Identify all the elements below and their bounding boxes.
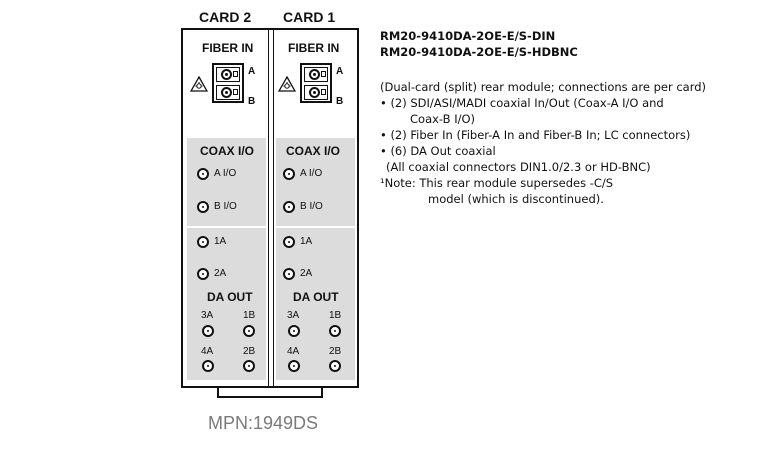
desc-bullet-2: • (2) Fiber In (Fiber-A In and Fiber-B I… [380, 128, 691, 142]
fiber-a-label: A [248, 66, 256, 77]
fiber-a-port[interactable] [304, 67, 328, 82]
fiber-in-label: FIBER IN [202, 41, 254, 55]
b-io-label: B I/O [300, 201, 323, 212]
coax-connector-icon[interactable] [283, 268, 295, 280]
out-4a-label: 4A [201, 346, 214, 357]
coax-io-label: COAX I/O [200, 144, 255, 158]
model-din: RM20-9410DA-2OE-E/S-DIN [380, 29, 556, 43]
coax-connector-icon[interactable] [197, 236, 209, 248]
coax-connector-icon[interactable] [288, 360, 300, 372]
out-2a-label: 2A [300, 268, 313, 279]
a-io-label: A I/O [300, 168, 323, 179]
module-description: RM20-9410DA-2OE-E/S-DIN RM20-9410DA-2OE-… [380, 28, 760, 207]
coax-connector-icon[interactable] [243, 325, 255, 337]
desc-bullet-1b: Coax-B I/O) [410, 112, 476, 126]
card-1-header: CARD 1 [283, 9, 336, 25]
out-1b-label: 1B [329, 310, 342, 321]
out-2a-label: 2A [214, 268, 227, 279]
coax-connector-icon[interactable] [283, 168, 295, 180]
coax-io-panel: COAX I/O A I/O B I/O [276, 138, 355, 226]
module-foot [217, 388, 323, 398]
card-2: FIBER IN A B COAX I/O A I/O B I/O 1A 2A [185, 30, 268, 386]
model-hdbnc: RM20-9410DA-2OE-E/S-HDBNC [380, 45, 578, 59]
coax-connector-icon[interactable] [283, 236, 295, 248]
a-io-label: A I/O [214, 168, 237, 179]
coax-connector-icon[interactable] [197, 168, 209, 180]
desc-intro: (Dual-card (split) rear module; connecti… [380, 80, 707, 94]
fiber-a-port[interactable] [216, 67, 240, 82]
coax-connector-icon[interactable] [283, 201, 295, 213]
desc-bullet-1: • (2) SDI/ASI/MADI coaxial In/Out (Coax-… [380, 96, 664, 110]
lc-fiber-connector-icon[interactable] [300, 63, 332, 103]
card-divider [268, 30, 274, 386]
b-io-label: B I/O [214, 201, 237, 212]
fiber-b-label: B [248, 96, 256, 107]
lc-fiber-connector-icon[interactable] [212, 63, 244, 103]
coax-connector-icon[interactable] [202, 360, 214, 372]
fiber-b-port[interactable] [216, 85, 240, 100]
out-4a-label: 4A [287, 346, 300, 357]
desc-note-2: model (which is discontinued). [428, 192, 604, 206]
coax-connector-icon[interactable] [197, 268, 209, 280]
coax-connector-icon[interactable] [329, 325, 341, 337]
coax-connector-icon[interactable] [329, 360, 341, 372]
out-1a-label: 1A [214, 236, 227, 247]
fiber-in-label: FIBER IN [288, 41, 340, 55]
desc-bullet-3b: (All coaxial connectors DIN1.0/2.3 or HD… [386, 160, 651, 174]
out-1a-label: 1A [300, 236, 313, 247]
da-out-label: DA OUT [293, 290, 339, 304]
rear-module: FIBER IN A B COAX I/O A I/O B I/O 1A 2A [181, 28, 359, 388]
coax-connector-icon[interactable] [197, 201, 209, 213]
coax-connector-icon[interactable] [288, 325, 300, 337]
da-out-panel: 1A 2A DA OUT 3A 1B 4A 2B [276, 228, 355, 380]
fiber-b-label: B [336, 96, 344, 107]
laser-warning-icon [278, 76, 296, 92]
out-2b-label: 2B [329, 346, 342, 357]
da-out-label: DA OUT [207, 290, 253, 304]
desc-bullet-3: • (6) DA Out coaxial [380, 144, 496, 158]
coax-connector-icon[interactable] [243, 360, 255, 372]
card-2-header: CARD 2 [199, 9, 252, 25]
laser-warning-icon [190, 76, 208, 92]
out-3a-label: 3A [287, 310, 300, 321]
fiber-b-port[interactable] [304, 85, 328, 100]
fiber-a-label: A [336, 66, 344, 77]
desc-note: ¹Note: This rear module supersedes -C/S [380, 176, 614, 190]
coax-io-panel: COAX I/O A I/O B I/O [187, 138, 266, 226]
mpn-label: MPN:1949DS [208, 413, 319, 433]
out-1b-label: 1B [243, 310, 256, 321]
coax-connector-icon[interactable] [202, 325, 214, 337]
da-out-panel: 1A 2A DA OUT 3A 1B 4A 2B [187, 228, 266, 380]
coax-io-label: COAX I/O [286, 144, 341, 158]
out-2b-label: 2B [243, 346, 256, 357]
card-1: FIBER IN A B COAX I/O A I/O B I/O 1A 2A … [274, 30, 357, 386]
out-3a-label: 3A [201, 310, 214, 321]
